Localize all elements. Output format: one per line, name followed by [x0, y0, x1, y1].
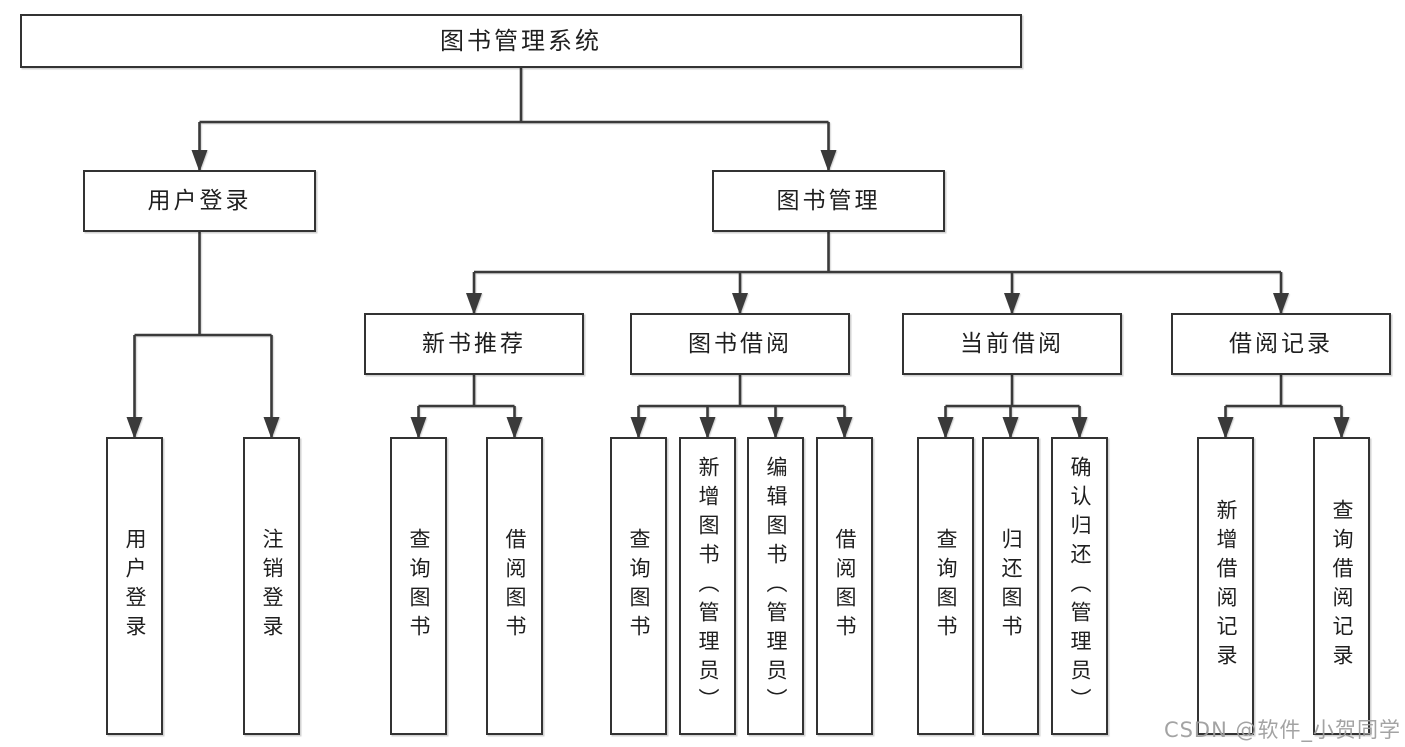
- leaf-user-login: 用户登录: [106, 437, 163, 735]
- leaf-rec-borrow-book-label: 借阅图书: [503, 528, 527, 644]
- csdn-watermark: CSDN @软件_小贺同学: [1163, 718, 1401, 742]
- node-current-borrow: 当前借阅: [902, 313, 1122, 375]
- node-user-login: 用户登录: [83, 170, 316, 232]
- leaf-bb-borrow-book: 借阅图书: [816, 437, 873, 735]
- leaf-bb-query-book-label: 查询图书: [627, 528, 651, 644]
- leaf-bb-edit-book: 编辑图书（管理员）: [747, 437, 804, 735]
- node-borrow-records: 借阅记录: [1171, 313, 1391, 375]
- leaf-bb-query-book: 查询图书: [610, 437, 667, 735]
- leaf-br-add-record: 新增借阅记录: [1197, 437, 1254, 735]
- leaf-bb-add-book: 新增图书（管理员）: [679, 437, 736, 735]
- leaf-bb-add-book-label: 新增图书（管理员）: [696, 455, 720, 717]
- leaf-bb-edit-book-label: 编辑图书（管理员）: [764, 455, 788, 717]
- leaf-cb-confirm-return-label: 确认归还（管理员）: [1068, 455, 1092, 717]
- leaf-rec-borrow-book: 借阅图书: [486, 437, 543, 735]
- leaf-cb-return-book: 归还图书: [982, 437, 1039, 735]
- leaf-logout-label: 注销登录: [260, 528, 284, 644]
- node-new-book-rec: 新书推荐: [364, 313, 584, 375]
- leaf-rec-query-book-label: 查询图书: [407, 528, 431, 644]
- leaf-logout: 注销登录: [243, 437, 300, 735]
- node-book-mgmt: 图书管理: [712, 170, 945, 232]
- leaf-cb-query-book-label: 查询图书: [934, 528, 958, 644]
- leaf-user-login-label: 用户登录: [123, 528, 147, 644]
- leaf-br-add-record-label: 新增借阅记录: [1214, 499, 1238, 673]
- leaf-cb-query-book: 查询图书: [917, 437, 974, 735]
- leaf-cb-return-book-label: 归还图书: [999, 528, 1023, 644]
- leaf-bb-borrow-book-label: 借阅图书: [833, 528, 857, 644]
- leaf-rec-query-book: 查询图书: [390, 437, 447, 735]
- node-book-borrow: 图书借阅: [630, 313, 850, 375]
- node-root: 图书管理系统: [20, 14, 1022, 68]
- leaf-cb-confirm-return: 确认归还（管理员）: [1051, 437, 1108, 735]
- leaf-br-query-record-label: 查询借阅记录: [1330, 499, 1354, 673]
- leaf-br-query-record: 查询借阅记录: [1313, 437, 1370, 735]
